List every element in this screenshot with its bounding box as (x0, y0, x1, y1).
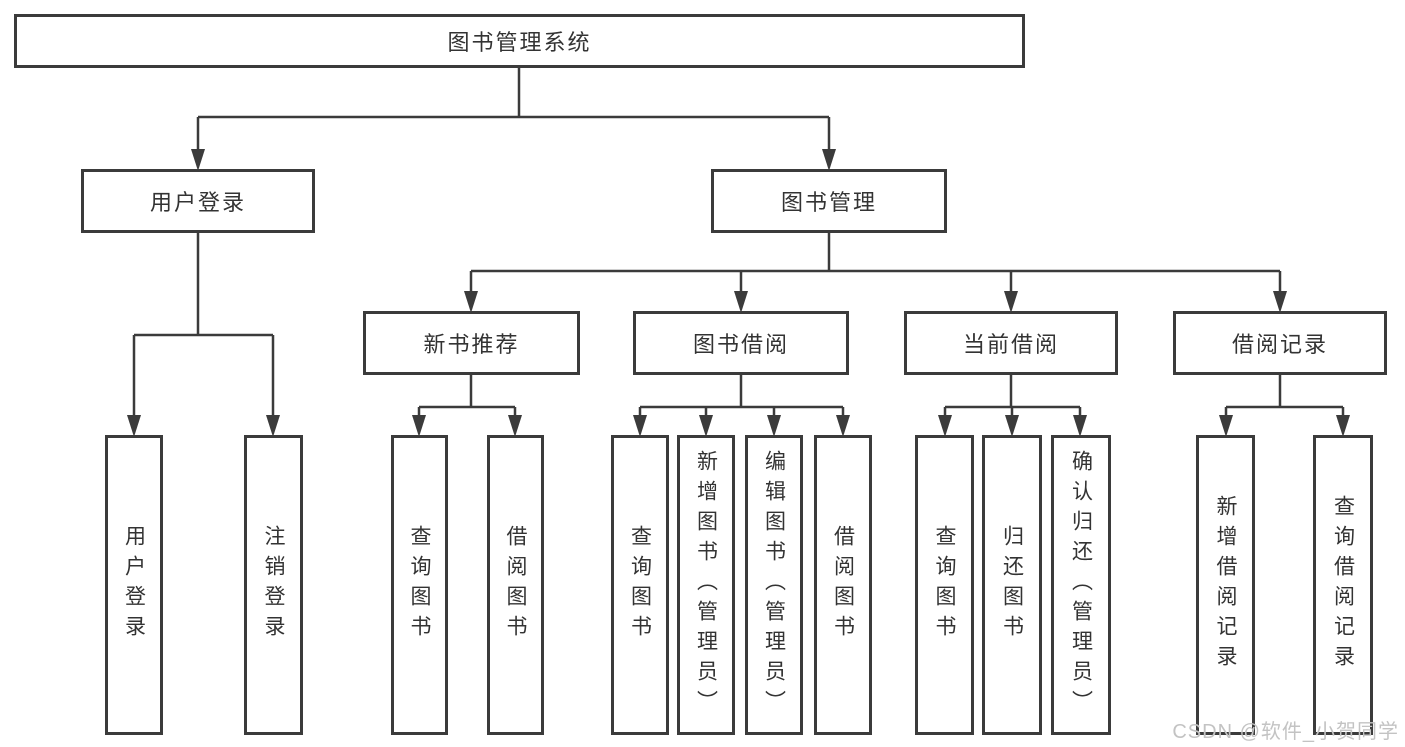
node-label: 当前借阅 (962, 332, 1059, 357)
node-label: 归还图书 (1000, 525, 1024, 645)
node-book-management: 图书管理 (711, 169, 947, 233)
node-label: 查询借阅记录 (1331, 495, 1355, 675)
node-label: 查询图书 (628, 525, 652, 645)
leaf-query-books-current: 查询图书 (915, 435, 974, 735)
leaf-confirm-return-admin: 确认归还（管理员） (1051, 435, 1111, 735)
leaf-borrow-books-recommend: 借阅图书 (487, 435, 544, 735)
leaf-borrow-books: 借阅图书 (814, 435, 872, 735)
node-label: 借阅记录 (1231, 332, 1328, 357)
node-label: 查询图书 (933, 525, 956, 645)
node-label: 新增借阅记录 (1214, 495, 1237, 675)
leaf-add-book-admin: 新增图书（管理员） (677, 435, 735, 735)
node-label: 图书管理 (780, 190, 877, 215)
node-label: 编辑图书（管理员） (762, 450, 786, 720)
leaf-edit-book-admin: 编辑图书（管理员） (745, 435, 803, 735)
node-new-book-recommend: 新书推荐 (363, 311, 580, 375)
node-label: 用户登录 (122, 525, 146, 645)
leaf-user-login: 用户登录 (105, 435, 163, 735)
node-label: 图书管理系统 (447, 30, 592, 55)
leaf-query-books-borrowing: 查询图书 (611, 435, 669, 735)
node-user-login: 用户登录 (81, 169, 315, 233)
leaf-query-borrow-record: 查询借阅记录 (1313, 435, 1373, 735)
watermark-text: CSDN @软件_小贺同学 (1172, 721, 1399, 743)
node-label: 图书借阅 (692, 332, 789, 357)
leaf-query-books-recommend: 查询图书 (391, 435, 448, 735)
node-label: 确认归还（管理员） (1069, 450, 1093, 720)
node-current-borrowing: 当前借阅 (904, 311, 1118, 375)
node-label: 用户登录 (149, 190, 246, 215)
node-label: 查询图书 (408, 525, 431, 645)
leaf-return-books: 归还图书 (982, 435, 1042, 735)
node-label: 新书推荐 (423, 332, 520, 357)
node-book-borrowing: 图书借阅 (633, 311, 849, 375)
leaf-add-borrow-record: 新增借阅记录 (1196, 435, 1255, 735)
node-label: 借阅图书 (504, 525, 527, 645)
node-label: 新增图书（管理员） (694, 450, 718, 720)
leaf-logout: 注销登录 (244, 435, 303, 735)
node-borrow-records: 借阅记录 (1173, 311, 1387, 375)
node-label: 注销登录 (262, 525, 285, 645)
node-library-system: 图书管理系统 (14, 14, 1025, 68)
node-label: 借阅图书 (831, 525, 855, 645)
